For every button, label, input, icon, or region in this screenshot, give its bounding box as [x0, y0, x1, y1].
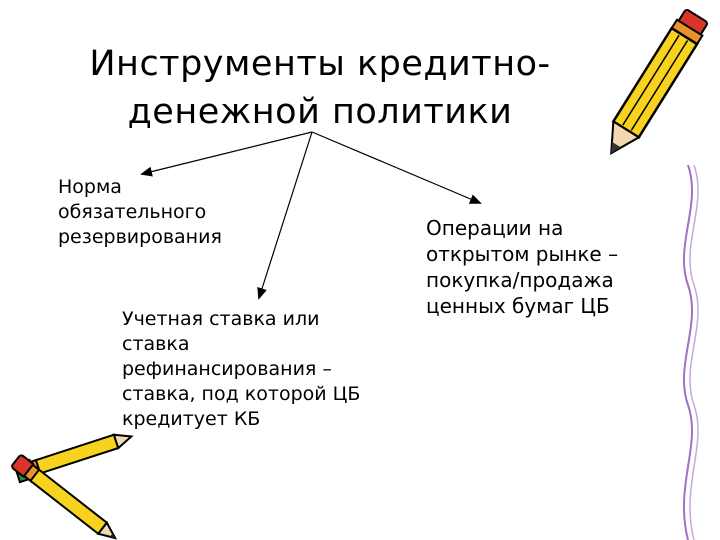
open-market-line: ценных бумаг ЦБ [426, 294, 610, 318]
slide-title: Инструменты кредитно- денежной политики [60, 40, 580, 136]
arrow-to-reserve [140, 131, 313, 177]
arrow-to-open-market [311, 131, 482, 204]
discount-line: ставка [122, 333, 190, 355]
reserve-requirement-block: Норма обязательного резервирования [58, 175, 222, 250]
pencil-icon [610, 9, 708, 155]
discount-line: Учетная ставка или [122, 308, 320, 330]
open-market-line: покупка/продажа [426, 268, 614, 292]
slide-title-line-1: Инструменты кредитно- [89, 44, 551, 84]
discount-line: кредитует КБ [122, 408, 261, 430]
reserve-line: Норма [58, 176, 122, 198]
reserve-line: резервирования [58, 226, 222, 248]
spiral-binding-icon [682, 165, 699, 540]
reserve-line: обязательного [58, 201, 207, 223]
open-market-block: Операции на открытом рынке – покупка/про… [426, 215, 618, 319]
open-market-line: открытом рынке – [426, 242, 619, 266]
discount-rate-block: Учетная ставка или ставка рефинансирован… [122, 307, 360, 432]
crossed-pencils-icon [11, 433, 134, 540]
arrow-to-discount [257, 131, 313, 300]
slide-title-line-2: денежной политики [127, 92, 513, 132]
discount-line: ставка, под которой ЦБ [122, 383, 361, 405]
open-market-line: Операции на [426, 216, 564, 240]
discount-line: рефинансирования – [122, 358, 332, 380]
